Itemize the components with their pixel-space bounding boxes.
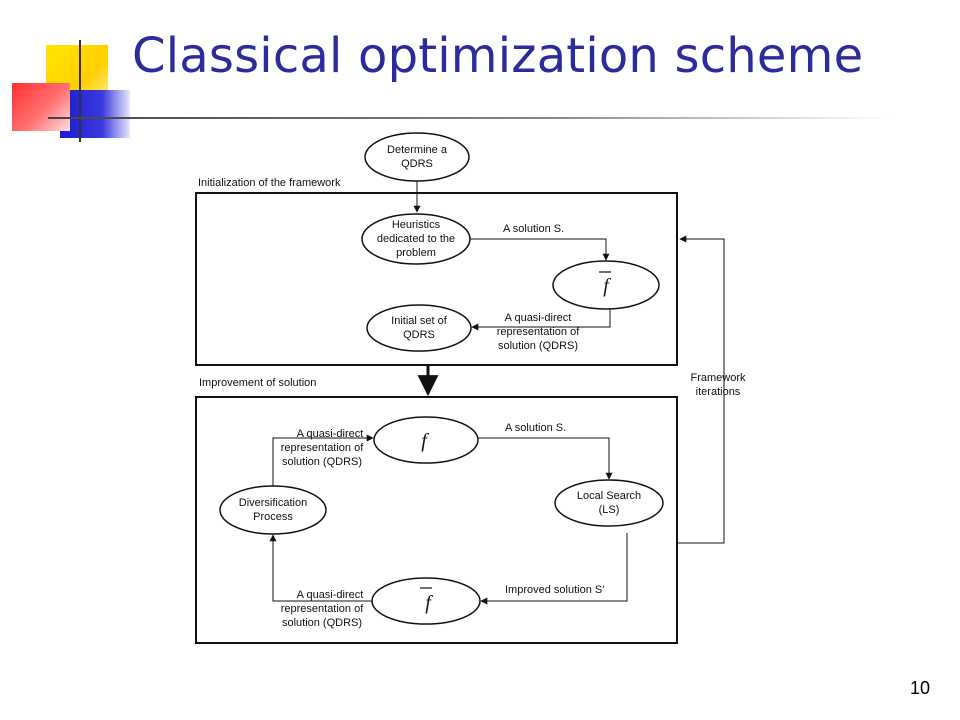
arrow-framework-iterations	[678, 235, 725, 544]
node-local-search-line-2: (LS)	[599, 504, 620, 516]
edge-label-solution-s-top: A solution S.	[503, 223, 564, 235]
title-decoration-vertical-line	[79, 40, 81, 142]
arrow-local-search-to-f-bottom	[480, 533, 628, 605]
f-bar-top-symbol: f	[603, 275, 611, 297]
edge-label-qdrs-bottom-line-1: A quasi-direct	[297, 589, 364, 601]
node-heuristics-line-3: problem	[396, 247, 436, 259]
node-f-mid: f	[373, 416, 479, 464]
init-frame	[195, 192, 678, 366]
arrow-f-top-to-initial-set	[471, 309, 611, 331]
edge-label-qdrs-left-line-3: solution (QDRS)	[282, 456, 362, 468]
edge-label-qdrs-left-line-1: A quasi-direct	[297, 428, 364, 440]
slide-title: Classical optimization scheme	[132, 28, 864, 84]
edge-label-framework-line-1: Framework	[690, 372, 746, 384]
node-initial-set-line-1: Initial set of	[391, 315, 448, 327]
f-mid-symbol: f	[421, 430, 429, 452]
node-diversification-line-2: Process	[253, 511, 293, 523]
f-bar-bottom-symbol: f	[425, 592, 433, 614]
node-heuristics-line-2: dedicated to the	[377, 233, 455, 245]
node-initial-set-qdrs: Initial set of QDRS	[366, 304, 472, 352]
arrow-f-mid-to-local-search	[478, 437, 613, 480]
edge-label-framework-line-2: iterations	[696, 386, 741, 398]
edge-label-qdrs-top-line-2: representation of	[497, 326, 580, 338]
node-heuristics: Heuristics dedicated to the problem	[361, 213, 471, 265]
edge-label-qdrs-bottom-line-2: representation of	[281, 603, 364, 615]
title-underline	[48, 117, 890, 119]
node-local-search-line-1: Local Search	[577, 490, 641, 502]
arrow-heuristics-to-f-top	[470, 238, 610, 261]
arrow-diversification-to-f-mid	[272, 434, 374, 486]
title-decoration-red-square	[12, 83, 70, 131]
edge-label-qdrs-top-line-3: solution (QDRS)	[498, 340, 578, 352]
improve-section-label: Improvement of solution	[199, 377, 316, 389]
page-number: 10	[909, 678, 930, 698]
node-determine-qdrs: Determine a QDRS	[364, 132, 470, 182]
init-section-label: Initialization of the framework	[198, 177, 341, 189]
node-f-bar-top: f	[552, 260, 660, 310]
arrow-f-bottom-to-diversification	[269, 534, 372, 602]
edge-label-qdrs-left-line-2: representation of	[281, 442, 364, 454]
node-diversification-line-1: Diversification	[239, 497, 307, 509]
edge-label-qdrs-bottom-line-3: solution (QDRS)	[282, 617, 362, 629]
node-determine-line-1: Determine a	[387, 144, 448, 156]
node-f-bar-bottom: f	[371, 577, 481, 625]
node-local-search: Local Search (LS)	[554, 479, 664, 527]
node-heuristics-line-1: Heuristics	[392, 219, 441, 231]
node-diversification: Diversification Process	[219, 485, 327, 535]
title-decoration-blue-square	[60, 90, 130, 138]
node-initial-set-line-2: QDRS	[403, 329, 435, 341]
edge-label-qdrs-top-line-1: A quasi-direct	[505, 312, 572, 324]
node-determine-line-2: QDRS	[401, 158, 433, 170]
edge-label-improved-solution: Improved solution S'	[505, 584, 604, 596]
improve-frame	[195, 396, 678, 644]
edge-label-solution-s-mid: A solution S.	[505, 422, 566, 434]
